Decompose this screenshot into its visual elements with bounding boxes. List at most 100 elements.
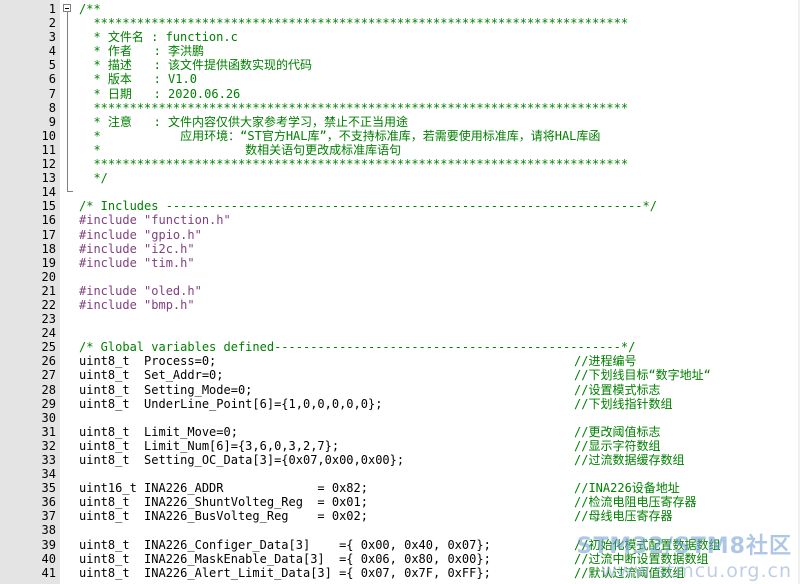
- code-text: * 文件名 : function.c: [79, 30, 238, 45]
- code-line: #include "function.h": [79, 213, 800, 227]
- code-line: * 作者 : 李洪鹏: [79, 44, 800, 58]
- line-number: 14: [41, 185, 56, 200]
- code-line: #include "oled.h": [79, 284, 800, 298]
- line-number: 22: [41, 297, 56, 312]
- code-text: * 描述 : 该文件提供函数实现的代码: [79, 58, 313, 73]
- code-text: * 应用环境：“ST官方HAL库”，不支持标准库，若需要使用标准库，请将HAL库…: [79, 128, 601, 143]
- code-text: /**: [79, 2, 101, 16]
- code-text: uint8_t Limit_Num[6]={3,6,0,3,2,7};: [79, 438, 340, 453]
- line-number: 33: [41, 453, 56, 467]
- line-number: 3: [48, 30, 56, 45]
- line-number: 39: [41, 537, 56, 552]
- code-line: [79, 185, 800, 199]
- code-text: uint8_t INA226_ShuntVolteg_Reg = 0x01;: [79, 495, 368, 510]
- code-text: uint8_t Process=0;: [79, 354, 217, 369]
- line-number: 41: [41, 565, 56, 580]
- watermark-url: www.stmcu.org.cn: [601, 560, 792, 582]
- line-number: 1: [48, 2, 56, 16]
- code-text: uint8_t INA226_Alert_Limit_Data[3] ={ 0x…: [79, 565, 491, 580]
- inline-comment: //下划线指针数组: [574, 396, 673, 411]
- fold-guide: [67, 12, 68, 192]
- line-number: 17: [41, 227, 56, 242]
- code-line: * 应用环境：“ST官方HAL库”，不支持标准库，若需要使用标准库，请将HAL库…: [79, 129, 800, 143]
- line-number: 4: [48, 44, 56, 59]
- code-line: uint8_t INA226_Configer_Data[3] ={ 0x00,…: [79, 538, 800, 552]
- line-number: 12: [41, 157, 56, 172]
- code-line: ****************************************…: [79, 16, 800, 30]
- code-text: uint16_t INA226_ADDR = 0x82;: [79, 481, 368, 496]
- inline-comment: //过流数据缓存数组: [574, 453, 685, 467]
- line-number: 37: [41, 509, 56, 524]
- code-text: uint8_t Set_Addr=0;: [79, 368, 224, 383]
- code-line: * 描述 : 该文件提供函数实现的代码: [79, 58, 800, 72]
- vertical-scrollbar[interactable]: [798, 0, 800, 584]
- code-line: uint8_t Setting_Mode=0;//设置模式标志: [79, 383, 800, 397]
- line-number: 16: [41, 213, 56, 228]
- code-line: [79, 467, 800, 481]
- code-line: uint8_t INA226_BusVolteg_Reg = 0x02; //母线…: [79, 509, 800, 523]
- line-number: 10: [41, 128, 56, 143]
- code-area[interactable]: /** ************************************…: [79, 2, 800, 580]
- code-text: * 注意 : 文件内容仅供大家参考学习，禁止不正当用途: [79, 114, 409, 129]
- code-text: * 日期 : 2020.06.26: [79, 86, 241, 101]
- line-number: 19: [41, 255, 56, 270]
- line-number: 21: [41, 283, 56, 298]
- code-text: #include "gpio.h": [79, 227, 202, 242]
- code-line: [79, 411, 800, 425]
- watermark-title: STM32/STM8社区: [576, 534, 792, 559]
- code-line: ****************************************…: [79, 101, 800, 115]
- line-number: 25: [41, 340, 56, 355]
- code-line: /* Global variables defined-------------…: [79, 340, 800, 354]
- code-line: * 文件名 : function.c: [79, 30, 800, 44]
- line-number: 30: [41, 410, 56, 425]
- line-number: 9: [48, 114, 56, 129]
- code-line: * 数相关语句更改成标准库语句: [79, 143, 800, 157]
- line-number: 29: [41, 396, 56, 411]
- code-line: ****************************************…: [79, 157, 800, 171]
- code-text: /* Includes ----------------------------…: [79, 199, 657, 214]
- line-number: 24: [41, 326, 56, 341]
- code-text: #include "tim.h": [79, 255, 195, 270]
- line-number: 23: [41, 312, 56, 327]
- code-line: * 日期 : 2020.06.26: [79, 87, 800, 101]
- code-line: /**: [79, 2, 800, 16]
- code-line: * 注意 : 文件内容仅供大家参考学习，禁止不正当用途: [79, 115, 800, 129]
- code-line: #include "bmp.h": [79, 298, 800, 312]
- line-number: 31: [41, 424, 56, 439]
- code-text: uint8_t INA226_Configer_Data[3] ={ 0x00,…: [79, 537, 491, 552]
- line-number: 40: [41, 551, 56, 566]
- line-number: 26: [41, 354, 56, 369]
- line-number: 35: [41, 481, 56, 496]
- code-text: #include "oled.h": [79, 283, 202, 298]
- code-line: */: [79, 171, 800, 185]
- line-number: 36: [41, 495, 56, 510]
- code-text: */: [79, 171, 108, 186]
- code-line: [79, 270, 800, 284]
- code-text: uint8_t UnderLine_Point[6]={1,0,0,0,0,0}…: [79, 396, 383, 411]
- fold-toggle-icon[interactable]: [63, 4, 71, 12]
- inline-comment: //母线电压寄存器: [574, 509, 673, 524]
- line-number: 11: [41, 142, 56, 157]
- code-text: ****************************************…: [79, 16, 629, 31]
- line-number: 5: [48, 58, 56, 73]
- code-line: #include "i2c.h": [79, 242, 800, 256]
- line-number: 27: [41, 368, 56, 383]
- code-line: uint8_t INA226_MaskEnable_Data[3] ={ 0x0…: [79, 552, 800, 566]
- line-number: 38: [41, 523, 56, 538]
- code-line: uint8_t Process=0;//进程编号: [79, 354, 800, 368]
- code-line: #include "gpio.h": [79, 228, 800, 242]
- code-line: uint8_t INA226_Alert_Limit_Data[3] ={ 0x…: [79, 566, 800, 580]
- inline-comment: //下划线目标“数字地址“: [574, 368, 711, 383]
- code-text: * 数相关语句更改成标准库语句: [79, 142, 402, 157]
- inline-comment: //设置模式标志: [574, 382, 661, 397]
- line-number: 13: [41, 171, 56, 186]
- code-line: [79, 326, 800, 340]
- code-text: uint8_t INA226_BusVolteg_Reg = 0x02;: [79, 509, 368, 524]
- line-number: 18: [41, 241, 56, 256]
- code-text: #include "bmp.h": [79, 297, 195, 312]
- code-line: * 版本 : V1.0: [79, 72, 800, 86]
- code-line: uint8_t Setting_OC_Data[3]={0x07,0x00,0x…: [79, 453, 800, 467]
